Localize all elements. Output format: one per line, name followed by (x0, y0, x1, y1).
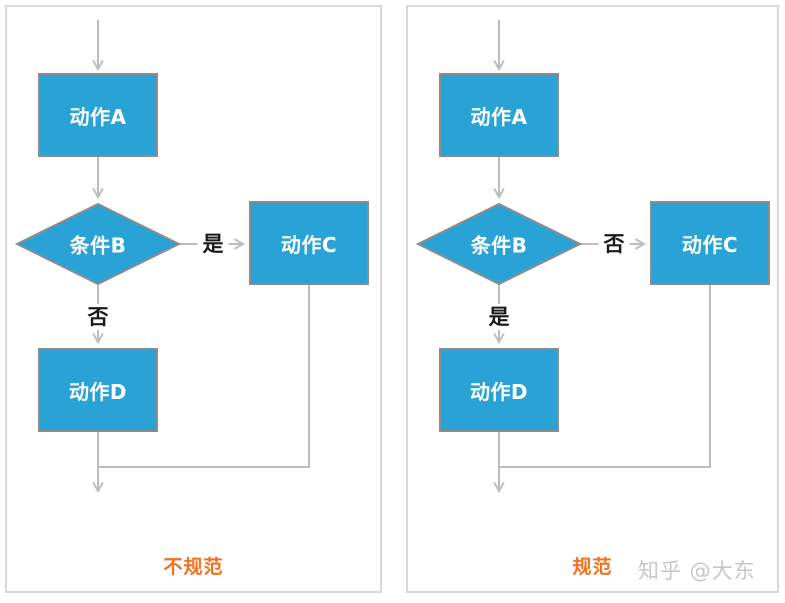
condition-diamond (14, 202, 182, 286)
panel-nonstandard: 动作A 动作C 动作D 条件B 是 否 不规范 (5, 5, 382, 593)
connectors-svg (14, 20, 310, 494)
return-line-c (499, 285, 711, 468)
branch-right-label: 是 (197, 230, 229, 258)
node-action-c-label: 动作C (681, 232, 739, 257)
panel-standard: 动作A 动作C 动作D 条件B 否 是 规范 (406, 5, 779, 593)
node-action-d: 动作D (439, 348, 559, 432)
node-action-d: 动作D (38, 348, 158, 432)
panel-caption: 规范 (572, 556, 613, 578)
node-action-a: 动作A (38, 73, 158, 157)
node-action-d-label: 动作D (68, 379, 128, 404)
watermark-text: 知乎 @大东 (638, 559, 756, 583)
return-line-c (98, 285, 310, 468)
branch-down-label: 是 (483, 303, 515, 331)
node-action-d-label: 动作D (469, 379, 529, 404)
node-action-a-label: 动作A (69, 104, 127, 129)
branch-right-label: 否 (598, 230, 630, 258)
condition-diamond (415, 202, 583, 286)
branch-down-label: 否 (82, 303, 114, 331)
condition-b-label: 条件B (470, 233, 528, 258)
node-action-c: 动作C (249, 201, 369, 285)
node-action-a-label: 动作A (470, 104, 528, 129)
condition-b-label: 条件B (69, 233, 127, 258)
node-action-a: 动作A (439, 73, 559, 157)
node-action-c-label: 动作C (280, 232, 338, 257)
node-action-c: 动作C (650, 201, 770, 285)
panel-caption: 不规范 (163, 556, 224, 578)
